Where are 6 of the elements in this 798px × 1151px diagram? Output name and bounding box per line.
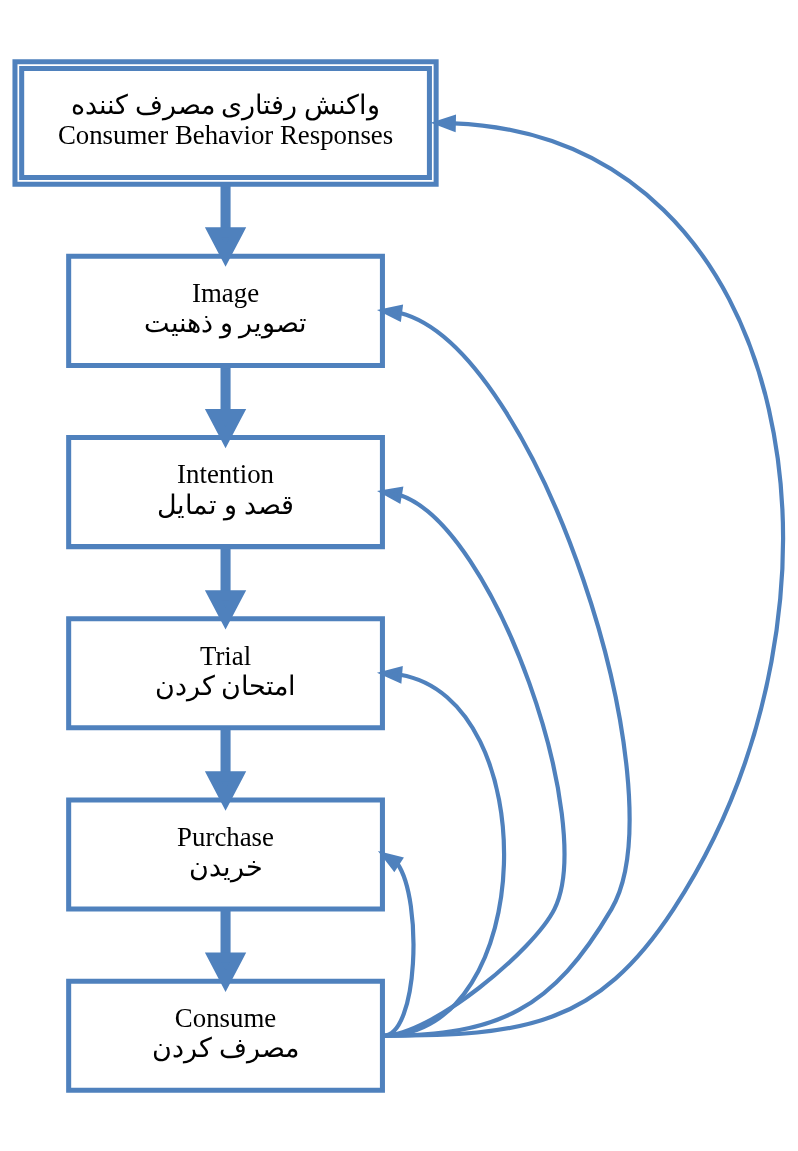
arrow: [204, 184, 247, 267]
arrow: [204, 908, 247, 992]
arrow: [204, 546, 247, 629]
arrow: [204, 727, 247, 811]
arrow: [383, 114, 784, 1038]
arrow: [377, 304, 632, 1038]
